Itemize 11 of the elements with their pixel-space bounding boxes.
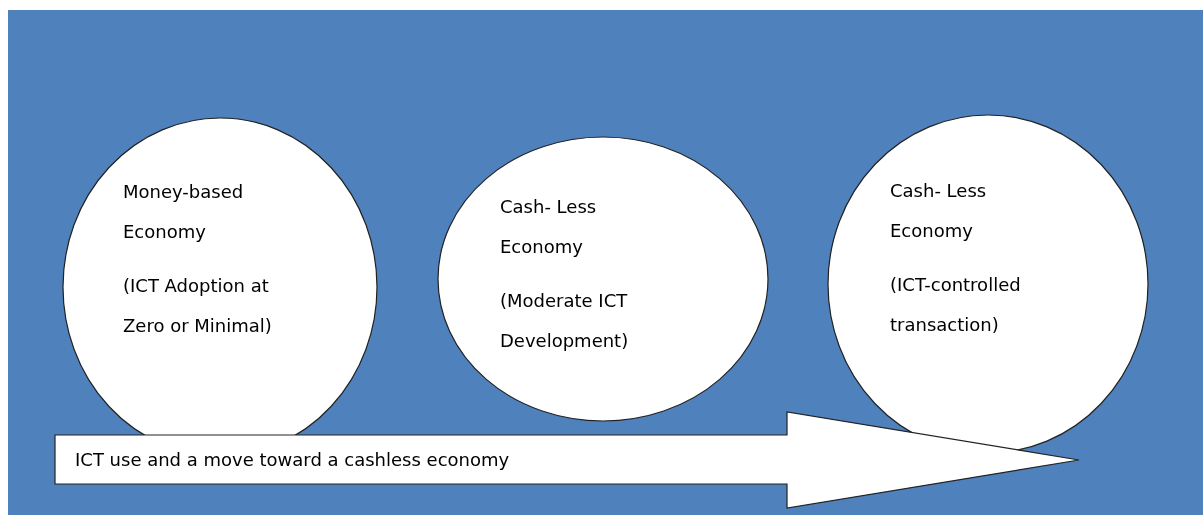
node-title: Cash- Less Economy [500,195,598,259]
node-title: ICT use and a move toward a cashless economy [75,448,511,472]
node-title: Money-based Economy [123,180,245,244]
circle-node [63,118,377,434]
node-description: (Moderate ICT Development) [500,289,630,353]
circle-node [438,137,768,421]
block-arrow [55,412,1079,508]
node-description: (ICT-controlled transaction) [890,273,1022,337]
node-description: (ICT Adoption at Zero or Minimal) [123,274,273,338]
node-title: Cash- Less Economy [890,179,988,243]
circle-node [828,115,1148,453]
